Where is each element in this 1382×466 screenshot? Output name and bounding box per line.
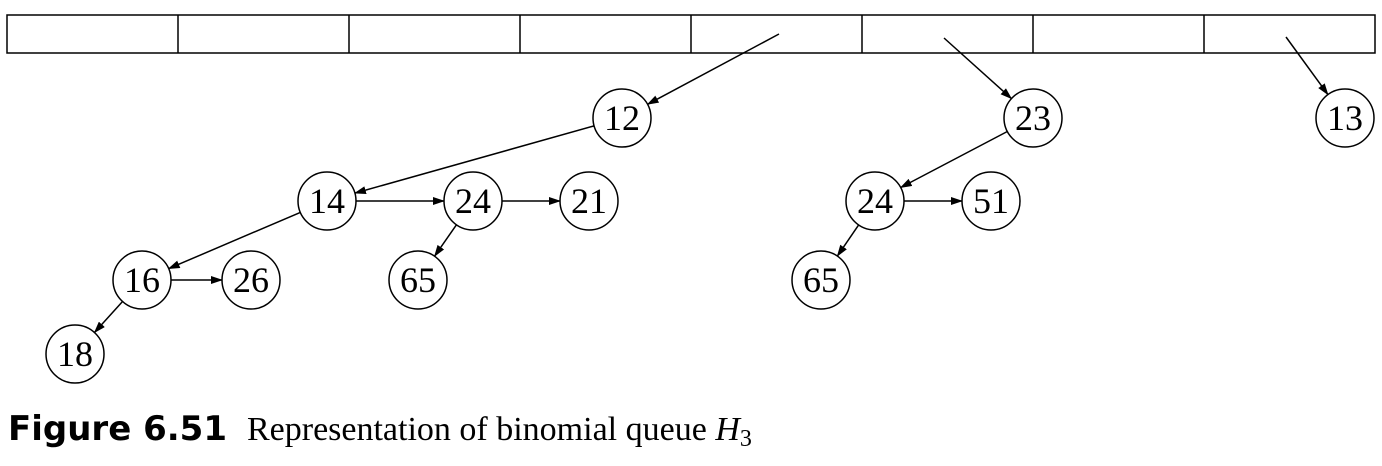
tree-node: 13	[1315, 88, 1375, 148]
edge-arrow	[1285, 36, 1329, 96]
caption-math-symbol: H	[715, 411, 740, 448]
node-circle	[45, 324, 105, 384]
node-circle	[592, 88, 652, 148]
root-array	[6, 14, 1376, 54]
node-circle	[1003, 88, 1063, 148]
node-circle	[1315, 88, 1375, 148]
node-label: 16	[124, 260, 160, 300]
tree-node: 18	[45, 324, 105, 384]
node-label: 13	[1327, 98, 1363, 138]
edge-arrow	[836, 224, 860, 257]
edge-arrow	[899, 130, 1008, 189]
tree-node: 16	[112, 250, 172, 310]
tree-nodes: 12 14 24 21 16 26 65 18 23 24 51 65 13	[45, 88, 1375, 384]
node-label: 18	[57, 334, 93, 374]
edge-arrow	[433, 224, 458, 258]
tree-node: 21	[559, 171, 619, 231]
caption-label: Figure 6.51	[8, 409, 227, 449]
node-label: 24	[857, 181, 893, 221]
node-label: 24	[455, 181, 491, 221]
tree-node: 23	[1003, 88, 1063, 148]
node-label: 12	[604, 98, 640, 138]
edge-arrow	[943, 37, 1013, 100]
edge-arrow	[646, 33, 780, 105]
edge-arrow	[93, 300, 124, 334]
node-circle	[845, 171, 905, 231]
tree-node: 12	[592, 88, 652, 148]
node-circle	[388, 250, 448, 310]
node-label: 51	[973, 181, 1009, 221]
node-label: 21	[571, 181, 607, 221]
caption-math-subscript: 3	[739, 426, 752, 452]
node-label: 65	[803, 260, 839, 300]
node-label: 65	[400, 260, 436, 300]
tree-node: 65	[791, 250, 851, 310]
node-label: 14	[309, 181, 345, 221]
tree-node: 24	[443, 171, 503, 231]
pointer-edges	[93, 33, 1329, 334]
node-circle	[297, 171, 357, 231]
tree-node: 51	[961, 171, 1021, 231]
caption-text: Representation of binomial queue	[246, 411, 716, 448]
node-circle	[559, 171, 619, 231]
binomial-queue-diagram: 12 14 24 21 16 26 65 18 23 24 51 65 13	[6, 14, 1376, 384]
node-circle	[961, 171, 1021, 231]
caption-math: H3	[715, 411, 752, 452]
tree-node: 26	[221, 250, 281, 310]
figure-caption: Figure 6.51 Representation of binomial qu…	[8, 412, 752, 451]
tree-node: 14	[297, 171, 357, 231]
node-label: 26	[233, 260, 269, 300]
node-circle	[221, 250, 281, 310]
node-label: 23	[1015, 98, 1051, 138]
node-circle	[112, 250, 172, 310]
edge-arrow	[353, 125, 595, 195]
node-circle	[443, 171, 503, 231]
tree-node: 65	[388, 250, 448, 310]
node-circle	[791, 250, 851, 310]
edge-arrow	[167, 211, 301, 270]
tree-node: 24	[845, 171, 905, 231]
